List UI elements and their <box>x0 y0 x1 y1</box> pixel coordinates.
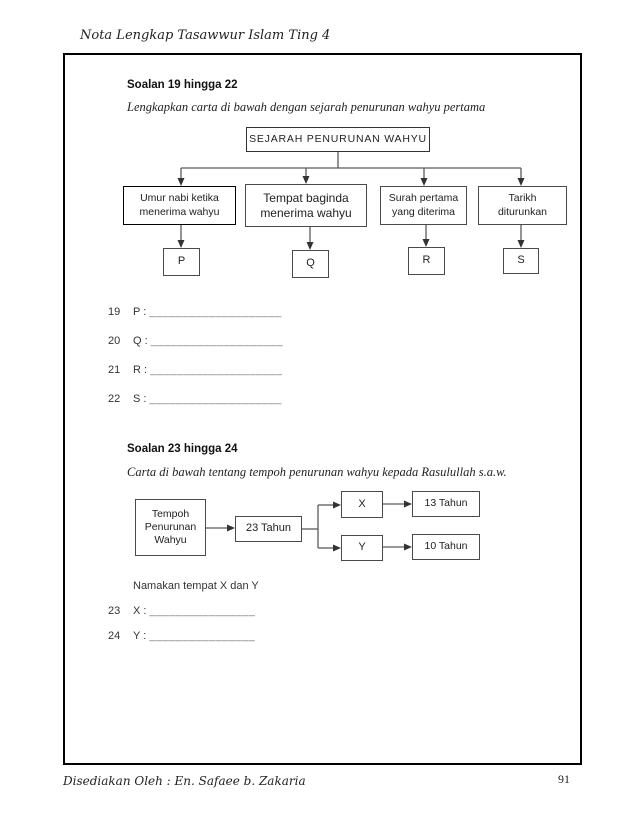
answer-row-23: 23 X : ________________ <box>108 605 255 617</box>
answer-blank: ____________________ <box>149 393 282 405</box>
answer-number: 22 <box>108 393 121 405</box>
header-title: Nota Lengkap Tasawwur Islam Ting 4 <box>80 28 331 43</box>
answer-label: Y : <box>133 630 147 642</box>
answer-row-19: 19 P : ____________________ <box>108 306 282 318</box>
answer-row-21: 21 R : ____________________ <box>108 364 282 376</box>
answer-row-20: 20 Q : ____________________ <box>108 335 283 347</box>
answer-number: 21 <box>108 364 121 376</box>
chart1-leaf-p: P <box>163 248 200 276</box>
chart2-node-y: Y <box>341 535 383 561</box>
answer-blank: ____________________ <box>150 335 284 347</box>
chart1-leaf-q: Q <box>292 250 329 278</box>
chart1-branch-tempat: Tempat baginda menerima wahyu <box>245 184 367 227</box>
answer-number: 20 <box>108 335 121 347</box>
chart1-branch-tarikh: Tarikh diturunkan <box>478 186 567 225</box>
chart2-start-node: Tempoh Penurunan Wahyu <box>135 499 206 556</box>
answer-blank: ________________ <box>149 605 256 617</box>
chart1-branch-umur: Umur nabi ketika menerima wahyu <box>123 186 236 225</box>
section2-prompt: Namakan tempat X dan Y <box>133 580 259 592</box>
answer-number: 19 <box>108 306 121 318</box>
chart2-value-10-tahun: 10 Tahun <box>412 534 480 560</box>
page-number: 91 <box>558 772 570 786</box>
chart2-total-node: 23 Tahun <box>235 516 302 542</box>
content-border-frame <box>63 53 582 765</box>
answer-label: P : <box>133 306 147 318</box>
section2-instruction: Carta di bawah tentang tempoh penurunan … <box>127 465 507 479</box>
chart2-value-13-tahun: 13 Tahun <box>412 491 480 517</box>
section2-heading: Soalan 23 hingga 24 <box>127 443 238 455</box>
answer-row-24: 24 Y : ________________ <box>108 630 255 642</box>
chart1-leaf-r: R <box>408 247 445 275</box>
answer-label: X : <box>133 605 147 617</box>
answer-number: 24 <box>108 630 121 642</box>
section1-heading: Soalan 19 hingga 22 <box>127 79 238 91</box>
answer-label: Q : <box>133 335 148 347</box>
footer-author: Disediakan Oleh : En. Safaee b. Zakaria <box>63 774 306 788</box>
answer-blank: ____________________ <box>150 364 283 376</box>
section1-instruction: Lengkapkan carta di bawah dengan sejarah… <box>127 100 486 114</box>
chart2-node-x: X <box>341 491 383 518</box>
answer-blank: ________________ <box>149 630 256 642</box>
chart1-leaf-s: S <box>503 248 539 274</box>
answer-label: R : <box>133 364 148 376</box>
answer-label: S : <box>133 393 147 405</box>
answer-row-22: 22 S : ____________________ <box>108 393 282 405</box>
chart1-branch-surah: Surah pertama yang diterima <box>380 186 467 225</box>
chart1-root-node: SEJARAH PENURUNAN WAHYU <box>246 127 430 152</box>
answer-blank: ____________________ <box>149 306 282 318</box>
answer-number: 23 <box>108 605 121 617</box>
